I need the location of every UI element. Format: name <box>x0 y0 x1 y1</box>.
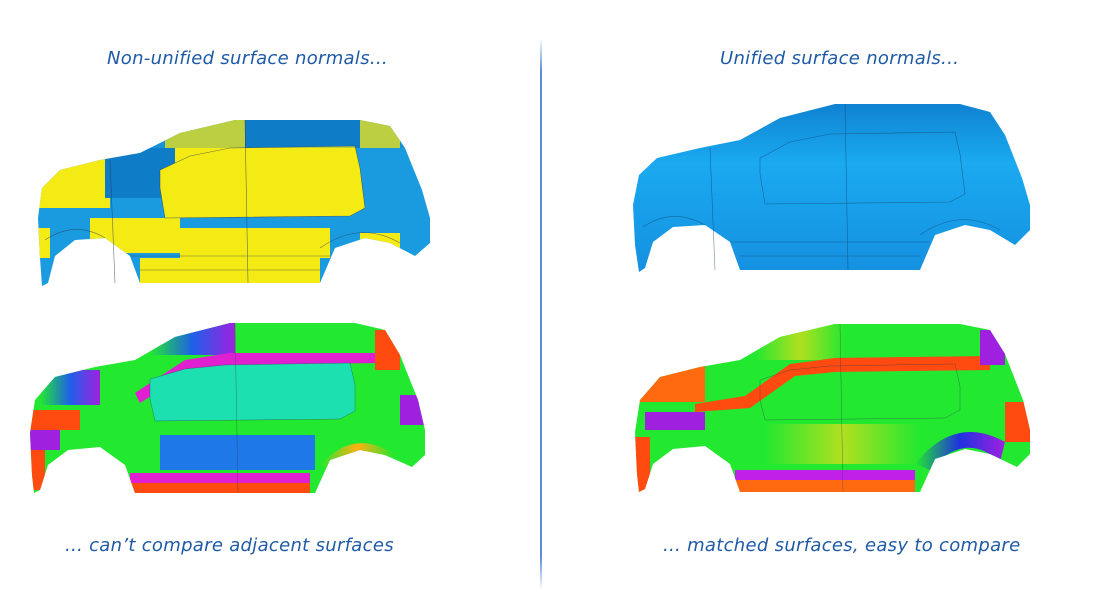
left-caption: ... can’t compare adjacent surfaces <box>65 535 394 556</box>
right-title: Unified surface normals... <box>720 48 960 69</box>
left-title: Non-unified surface normals... <box>107 48 388 69</box>
car-non-unified-normals <box>30 108 450 293</box>
curvature-map-non-unified <box>20 315 450 495</box>
car-unified-normals <box>625 90 1045 280</box>
curvature-map-unified <box>625 312 1055 497</box>
right-caption: ... matched surfaces, easy to compare <box>663 535 1021 556</box>
panel-divider <box>540 38 542 590</box>
